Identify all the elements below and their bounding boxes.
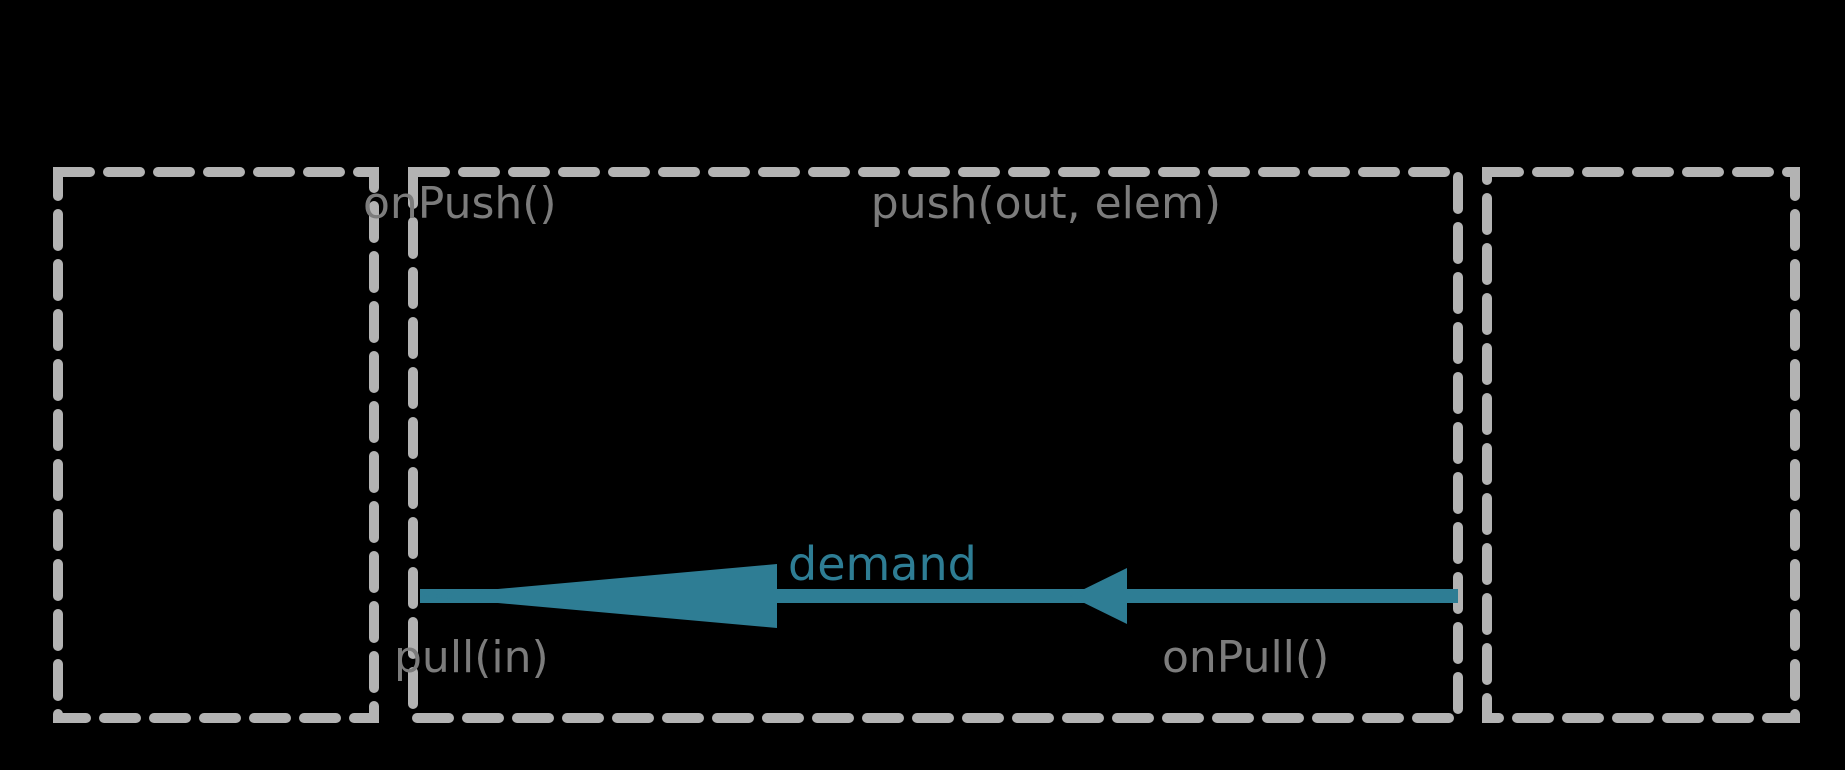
demand-arrowhead-middle-icon <box>1070 568 1127 624</box>
downstream-box[interactable] <box>1482 167 1800 723</box>
label-on-push: onPush() <box>363 178 557 229</box>
label-on-pull: onPull() <box>1162 632 1329 683</box>
stage-box[interactable] <box>408 167 1463 723</box>
label-demand: demand <box>788 537 977 591</box>
upstream-box[interactable] <box>53 167 379 723</box>
label-pull-in: pull(in) <box>394 632 549 683</box>
label-push-out-elem: push(out, elem) <box>871 178 1221 229</box>
demand-arrowhead-left-icon <box>420 564 777 628</box>
